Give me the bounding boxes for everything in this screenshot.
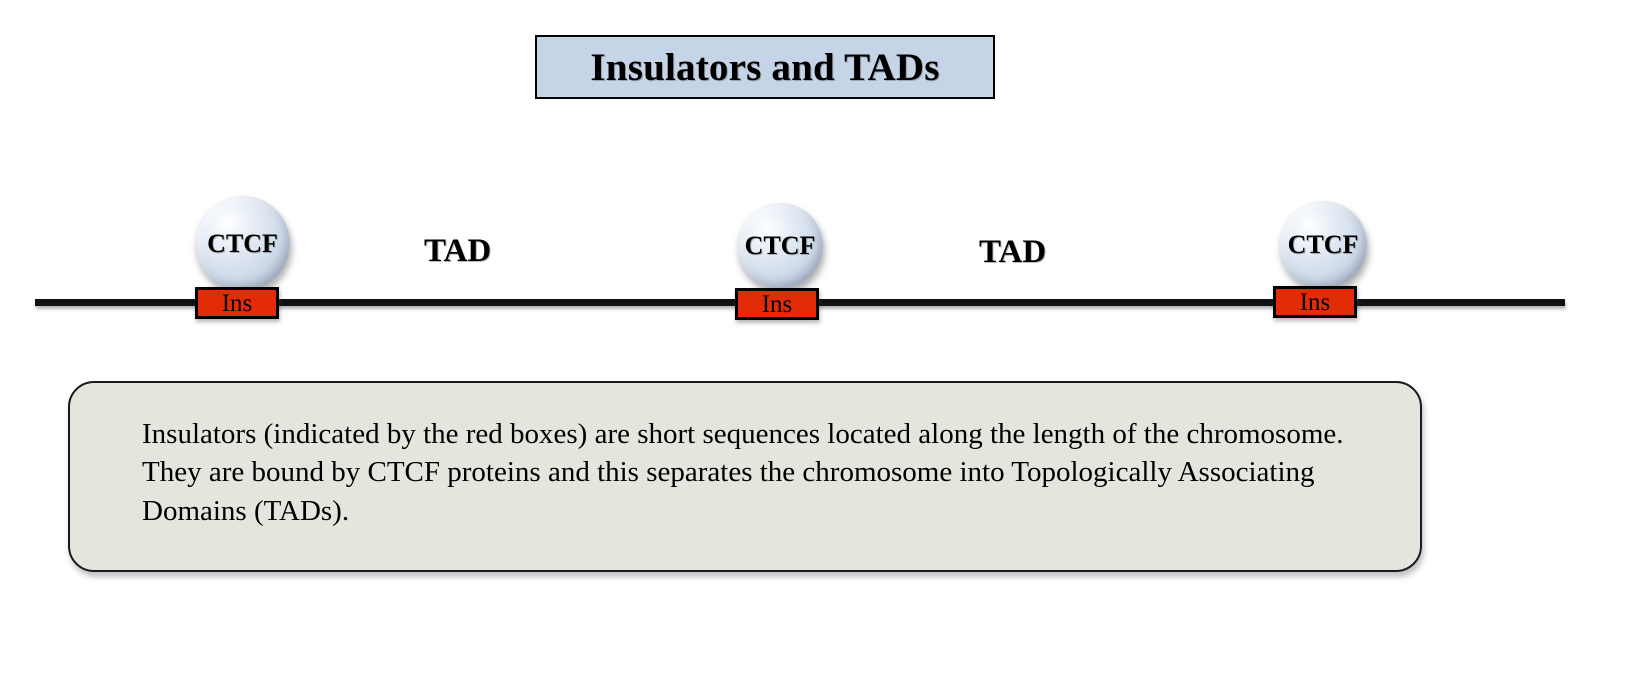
tad-label-left: TAD xyxy=(424,233,492,269)
insulator-box-middle: Ins xyxy=(735,288,819,320)
ctcf-protein-left: CTCF xyxy=(195,196,290,291)
caption-text: Insulators (indicated by the red boxes) … xyxy=(142,418,1344,527)
insulator-label-right: Ins xyxy=(1299,288,1331,316)
ctcf-label-right: CTCF xyxy=(1287,230,1359,259)
insulator-box-right: Ins xyxy=(1273,286,1357,318)
insulator-label-left: Ins xyxy=(221,289,253,317)
ctcf-label-left: CTCF xyxy=(207,228,278,258)
tad-label-right: TAD xyxy=(979,234,1047,270)
ctcf-protein-middle: CTCF xyxy=(737,203,823,289)
ctcf-label-middle: CTCF xyxy=(744,231,816,260)
ctcf-protein-right: CTCF xyxy=(1279,201,1367,289)
slide-title-box: Insulators and TADs xyxy=(535,35,995,99)
insulator-box-left: Ins xyxy=(195,287,279,319)
insulator-label-middle: Ins xyxy=(761,290,793,318)
caption-box: Insulators (indicated by the red boxes) … xyxy=(68,381,1422,572)
page-title: Insulators and TADs xyxy=(590,45,940,89)
